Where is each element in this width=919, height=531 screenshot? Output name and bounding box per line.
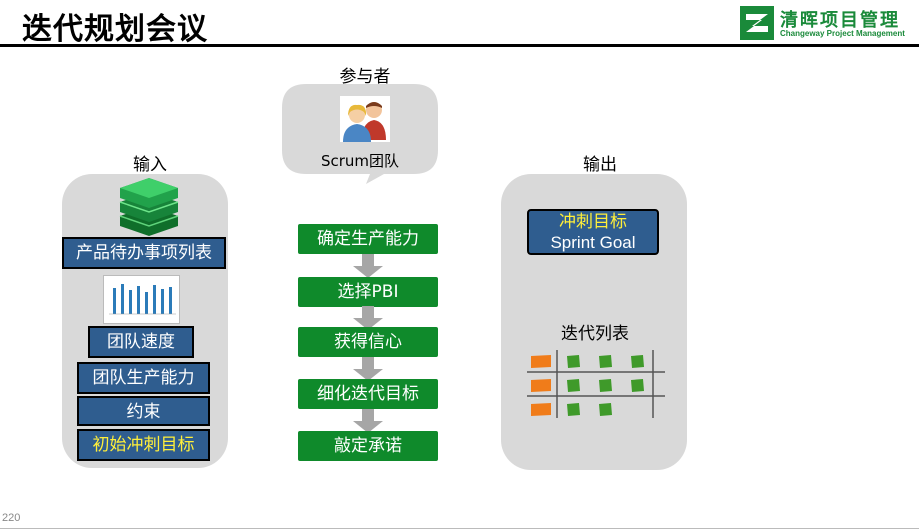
sprint-backlog-label: 迭代列表: [561, 324, 629, 344]
people-icon: [340, 96, 390, 142]
output-sprint-goal: 冲刺目标 Sprint Goal: [527, 209, 659, 255]
down-arrow-icon: [353, 409, 383, 433]
logo-mark-icon: [740, 6, 774, 40]
logo-name: 清晖项目管理: [780, 10, 900, 31]
step-finalize-commitment: 敲定承诺: [298, 431, 438, 461]
page-number: 220: [2, 512, 21, 524]
task-board-icon: [527, 348, 667, 420]
page-title: 迭代规划会议: [22, 12, 208, 47]
input-initial-sprint-goal: 初始冲刺目标: [77, 429, 210, 461]
sprint-goal-cn: 冲刺目标: [559, 212, 627, 232]
company-logo: 清晖项目管理 Changeway Project Management: [740, 6, 916, 42]
footer-divider: [0, 528, 919, 529]
bar-chart-icon: [103, 275, 180, 324]
scrum-team-label: Scrum团队: [320, 152, 400, 170]
input-team-capacity: 团队生产能力: [77, 362, 210, 394]
inputs-label: 输入: [133, 155, 167, 175]
step-determine-capacity: 确定生产能力: [298, 224, 438, 254]
green-stack-icon: [118, 176, 180, 238]
participants-label: 参与者: [339, 67, 391, 87]
step-refine-goal: 细化迭代目标: [298, 379, 438, 409]
input-product-backlog: 产品待办事项列表: [62, 237, 226, 269]
sprint-goal-en: Sprint Goal: [550, 233, 636, 252]
input-constraints: 约束: [77, 396, 210, 426]
title-divider: [0, 44, 919, 47]
down-arrow-icon: [353, 254, 383, 278]
logo-subtitle: Changeway Project Management: [780, 29, 905, 38]
step-gain-confidence: 获得信心: [298, 327, 438, 357]
down-arrow-icon: [353, 357, 383, 381]
down-arrow-icon: [353, 306, 383, 330]
input-team-velocity: 团队速度: [88, 326, 194, 358]
step-select-pbi: 选择PBI: [298, 277, 438, 307]
outputs-label: 输出: [583, 155, 617, 175]
